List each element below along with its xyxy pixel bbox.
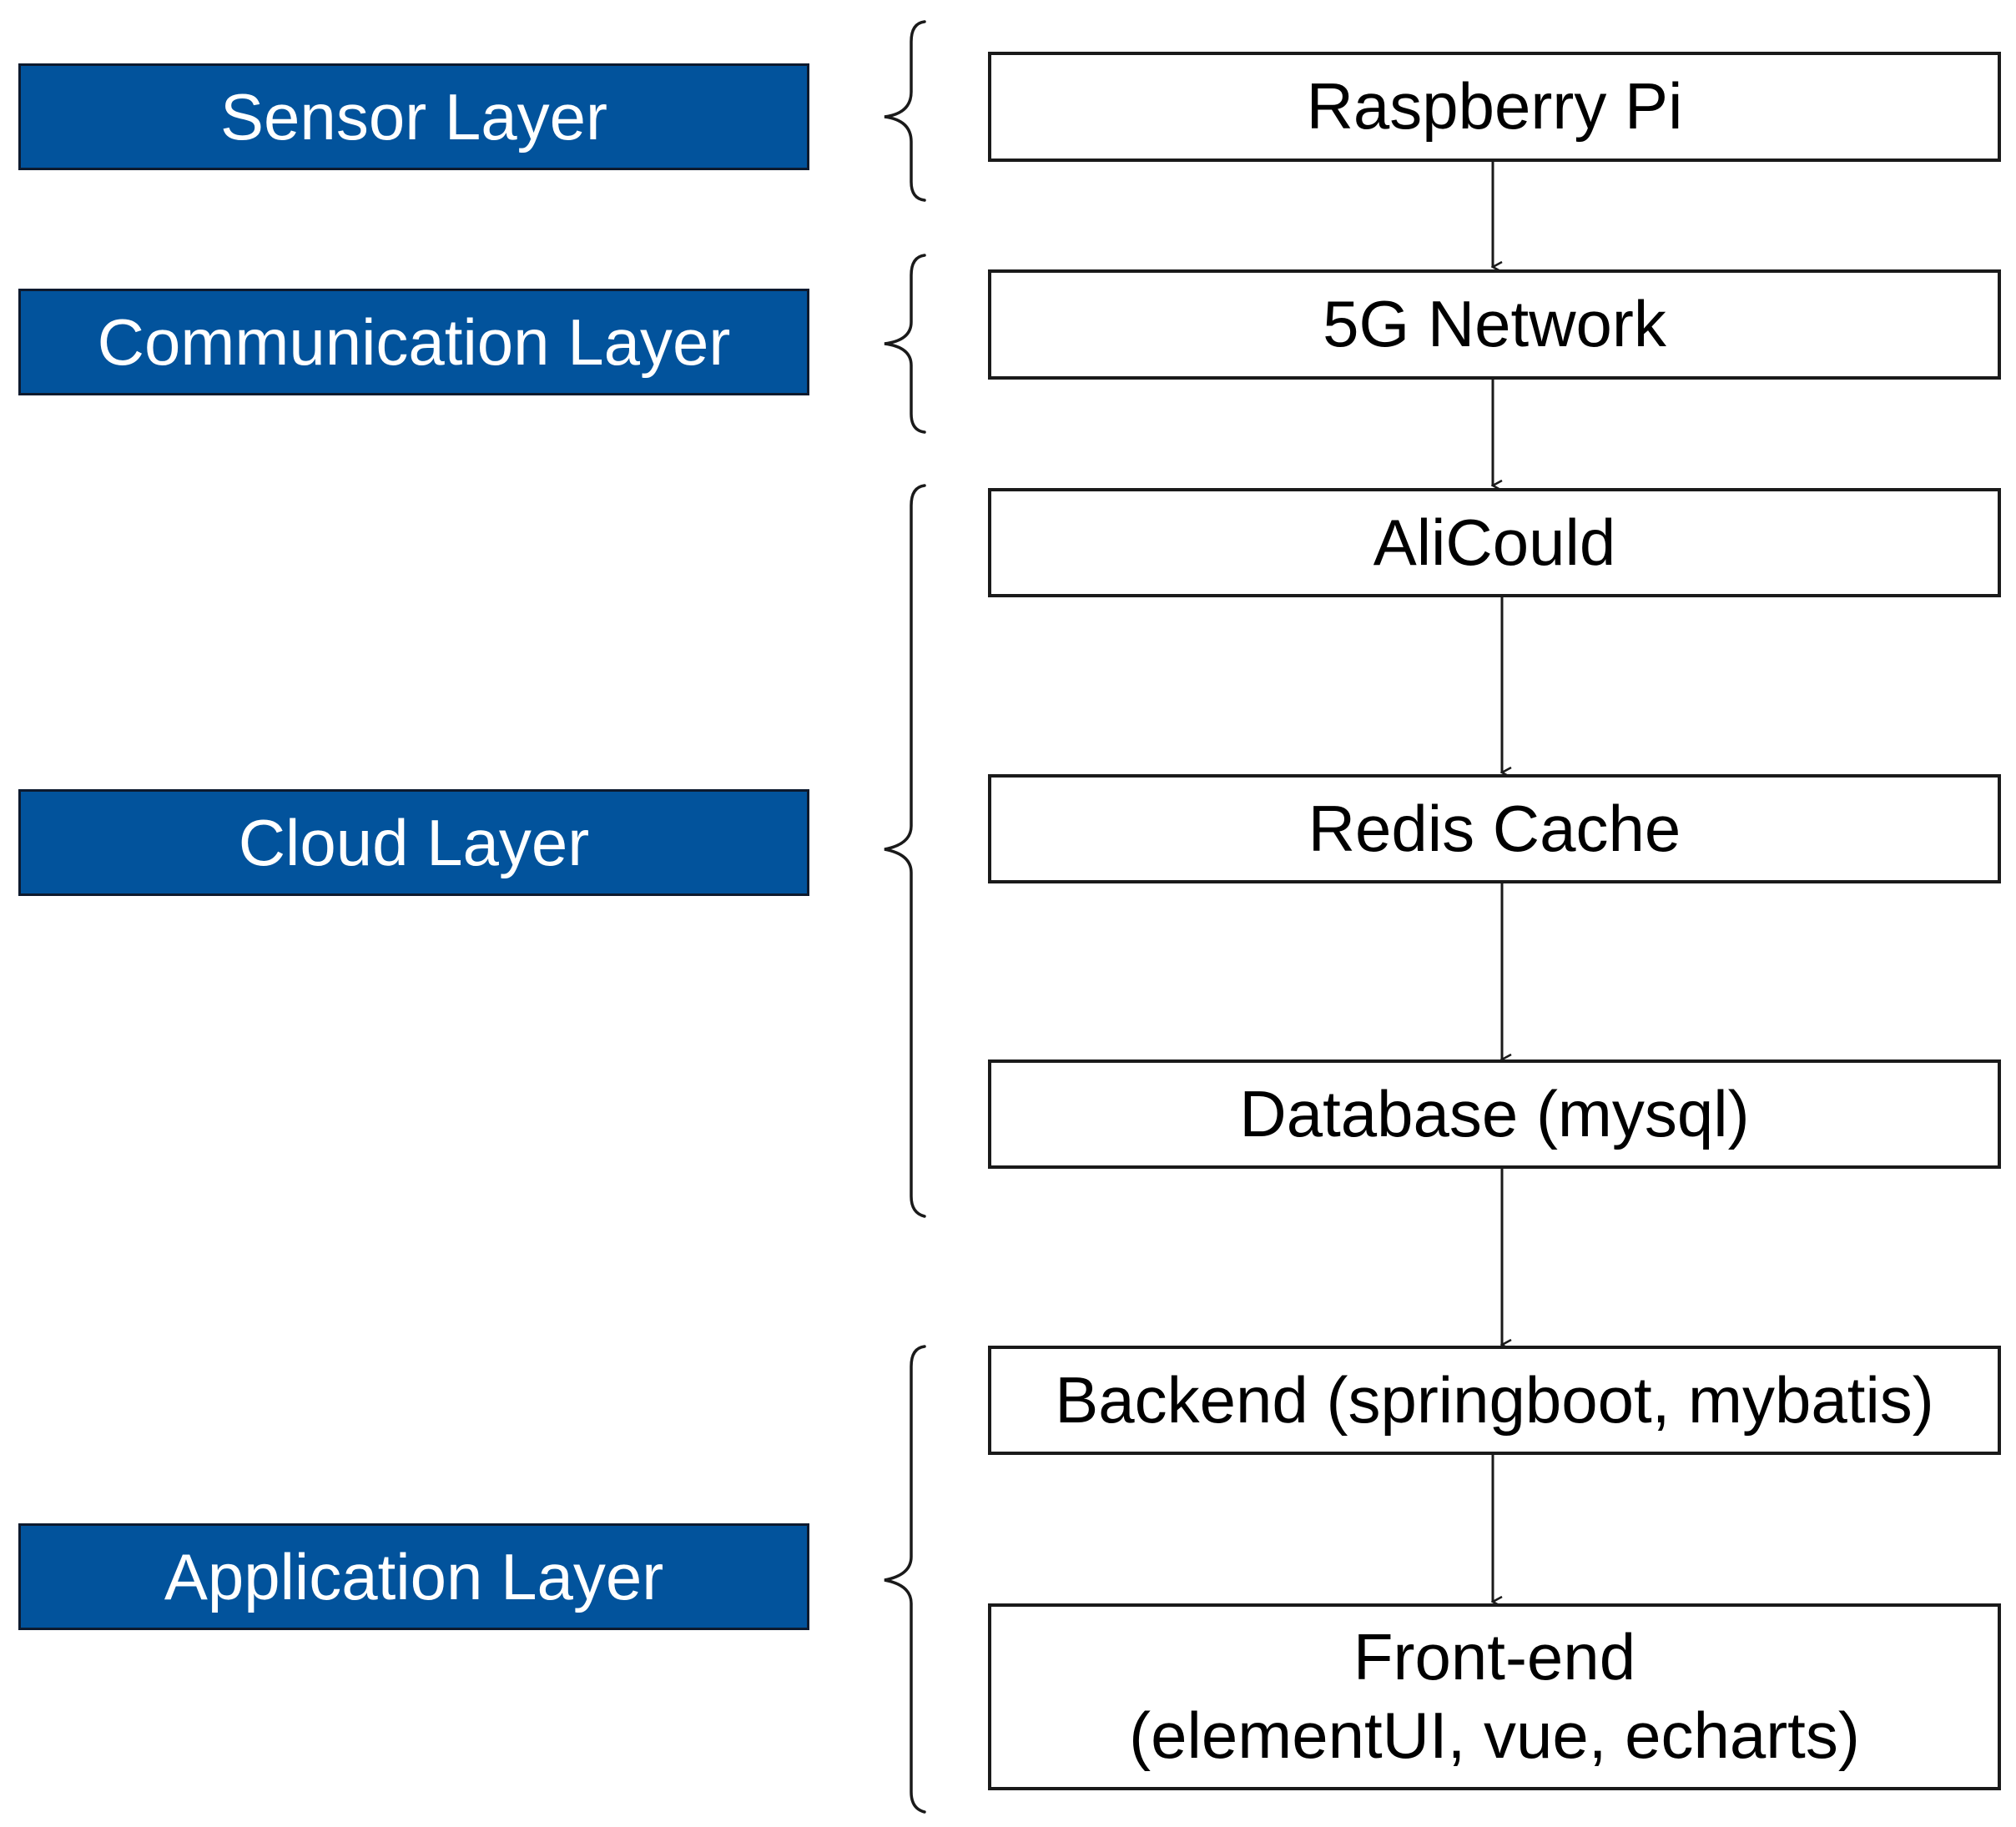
node-5g-network: 5G Network [988, 269, 2001, 380]
node-frontend: Front-end (elementUI, vue, echarts) [988, 1603, 2001, 1790]
brace-cloud [884, 484, 926, 1218]
layer-label-sensor: Sensor Layer [18, 63, 809, 170]
brace-communication [884, 254, 926, 434]
brace-application [884, 1345, 926, 1814]
layer-label-application: Application Layer [18, 1523, 809, 1630]
node-alicould: AliCould [988, 488, 2001, 597]
layer-label-cloud-text: Cloud Layer [238, 805, 590, 879]
node-frontend-label-line1: Front-end [1353, 1620, 1636, 1694]
node-database-label: Database (mysql) [1239, 1076, 1750, 1150]
brace-sensor [884, 20, 926, 202]
node-backend-label: Backend (springboot, mybatis) [1055, 1362, 1934, 1437]
node-redis-cache-label: Redis Cache [1308, 791, 1681, 865]
layer-label-communication: Communication Layer [18, 289, 809, 395]
node-backend: Backend (springboot, mybatis) [988, 1346, 2001, 1455]
node-raspberry-pi-label: Raspberry Pi [1306, 69, 1683, 143]
node-5g-network-label: 5G Network [1323, 287, 1666, 361]
node-frontend-label-line2: (elementUI, vue, echarts) [1129, 1699, 1860, 1772]
node-database: Database (mysql) [988, 1059, 2001, 1169]
node-alicould-label: AliCould [1373, 505, 1616, 579]
node-raspberry-pi: Raspberry Pi [988, 52, 2001, 162]
layer-label-cloud: Cloud Layer [18, 789, 809, 896]
layer-label-sensor-text: Sensor Layer [220, 79, 607, 154]
node-redis-cache: Redis Cache [988, 774, 2001, 883]
layer-label-application-text: Application Layer [164, 1539, 664, 1613]
layer-label-communication-text: Communication Layer [97, 304, 731, 379]
